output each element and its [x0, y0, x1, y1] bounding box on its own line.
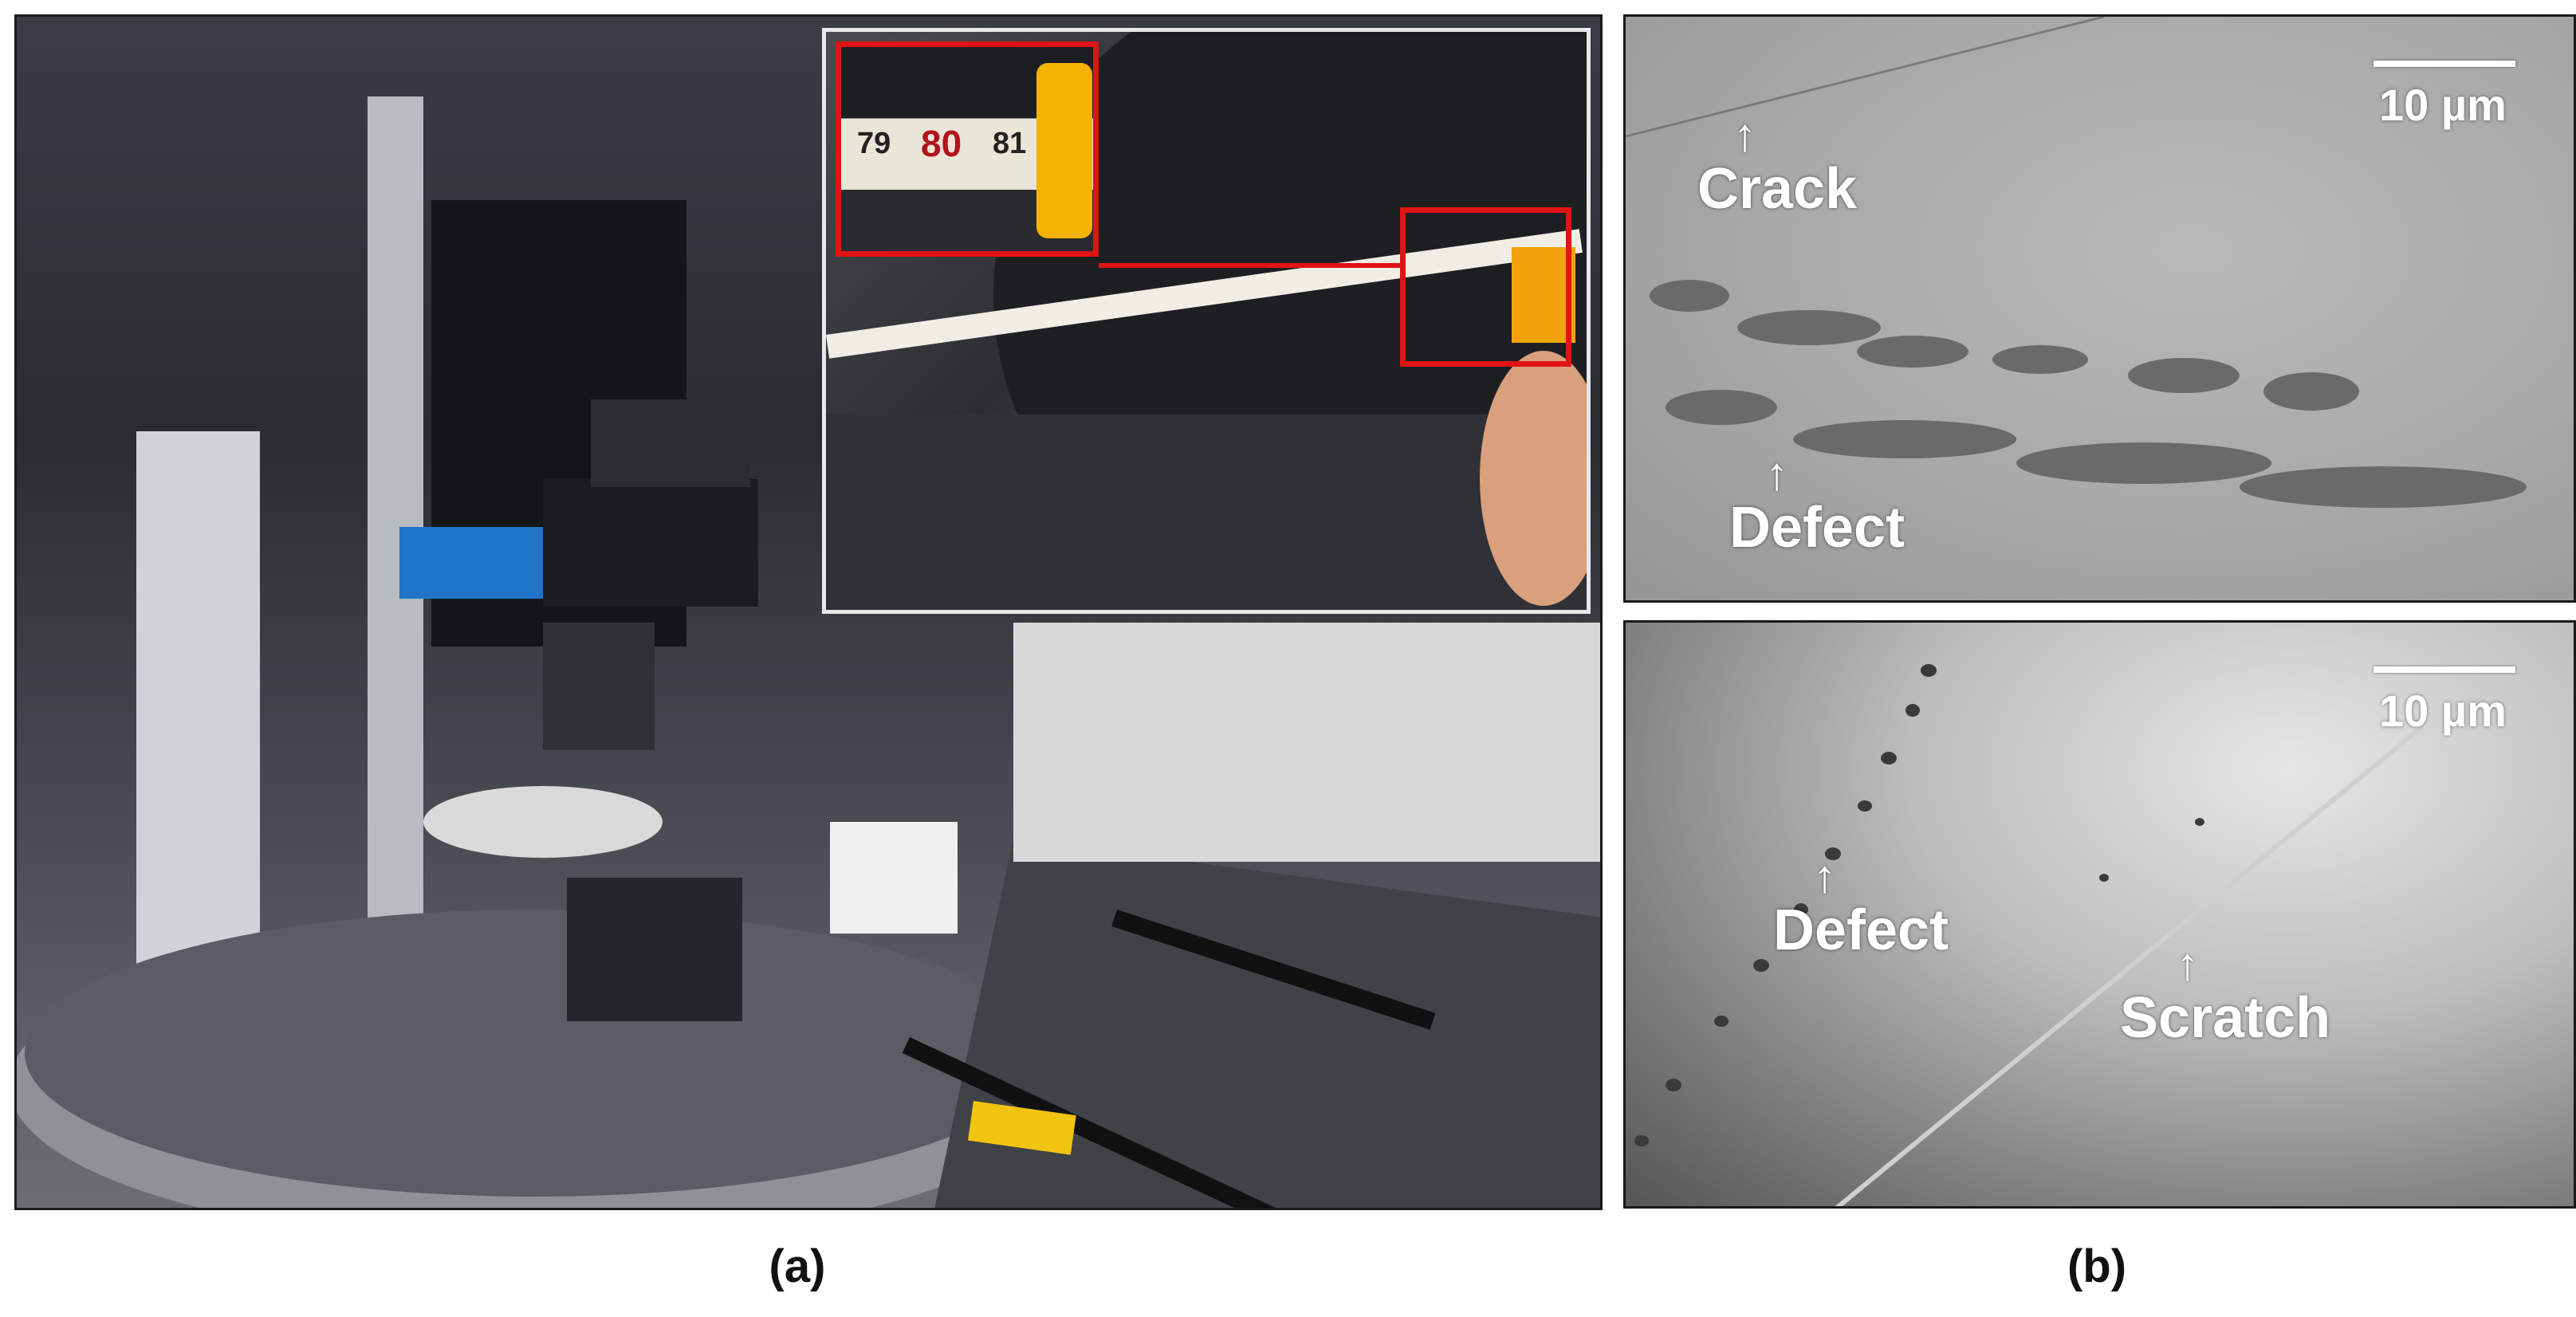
- up-arrow-icon: ↑: [1813, 851, 1836, 902]
- micrograph-bottom-texture: [1634, 664, 2425, 1206]
- crack-label: Crack: [1697, 157, 1858, 221]
- inset-illustration: [826, 32, 1587, 610]
- ruler-number-81: 81: [993, 127, 1027, 160]
- up-arrow-icon: ↑: [1733, 109, 1756, 161]
- caption-b: (b): [2067, 1240, 2127, 1292]
- up-arrow-icon: ↑: [2176, 938, 2199, 990]
- scratch-label: Scratch: [2120, 986, 2331, 1050]
- ruler-target-box: [1400, 207, 1571, 367]
- micrograph-top-texture: [1626, 17, 2527, 508]
- scale-bar-top: [2373, 61, 2515, 67]
- defect-label-top: Defect: [1729, 496, 1905, 560]
- zoom-connector-line: [1099, 263, 1402, 268]
- scale-bar-bottom: [2373, 666, 2515, 673]
- ruler-measurement-inset: 79 80 81: [822, 28, 1591, 614]
- micrograph-top-panel: 10 µm ↑ Crack ↑ Defect: [1623, 14, 2576, 603]
- tape-measure-body: [1036, 63, 1092, 238]
- caption-a: (a): [769, 1240, 826, 1292]
- up-arrow-icon: ↑: [1765, 448, 1788, 500]
- scale-bar-label-top: 10 µm: [2379, 80, 2507, 130]
- defect-label-bottom: Defect: [1773, 898, 1949, 962]
- ruler-number-80: 80: [921, 123, 962, 164]
- ruler-zoom-box: 79 80 81: [836, 41, 1099, 257]
- setup-photo-panel: 79 80 81: [14, 14, 1603, 1210]
- setup-illustration: [17, 96, 1600, 1208]
- scale-bar-label-bottom: 10 µm: [2379, 686, 2507, 736]
- micrograph-bottom-panel: 10 µm ↑ Defect ↑ Scratch: [1623, 620, 2576, 1209]
- ruler-number-79: 79: [857, 127, 891, 160]
